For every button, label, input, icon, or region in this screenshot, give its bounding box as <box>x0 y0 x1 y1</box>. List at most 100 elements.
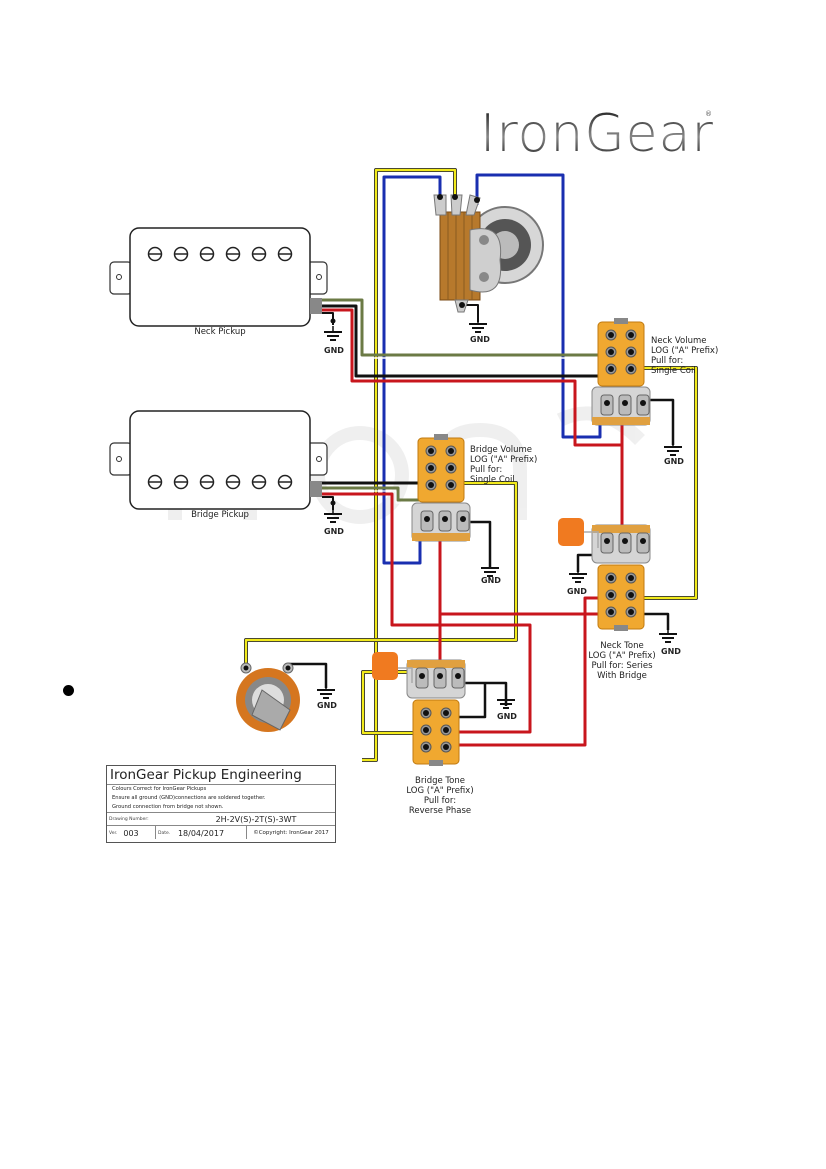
lug-terminal <box>608 609 614 615</box>
neck-volume-label: Neck Volume LOG ("A" Prefix) Pull for: S… <box>651 336 718 376</box>
ground-symbol-bridge-volume <box>481 562 499 577</box>
neck-volume-pot <box>591 318 651 426</box>
wire-blue-switch-right <box>475 173 602 439</box>
wire-green-neck <box>322 298 612 357</box>
wire-black-bridgepickup-gnd <box>322 496 334 510</box>
bridge-tone-pull-label: Pull for: <box>423 796 457 806</box>
neck-pickup-label: Neck Pickup <box>194 327 246 337</box>
lug-terminal <box>428 465 434 471</box>
output-jack <box>236 662 300 732</box>
lug-terminal <box>608 575 614 581</box>
bridge-pole-piece <box>277 474 293 490</box>
wire-black-neckvol-gnd <box>645 398 675 445</box>
gnd-label-neck-tone: GND <box>661 647 681 656</box>
wire-red-bridge <box>322 492 532 734</box>
copyright: ©Copyright: IronGear 2017 <box>253 830 329 836</box>
lug-terminal <box>628 349 634 355</box>
title-block-note: Ensure all ground (GND)connections are s… <box>112 795 266 801</box>
wire-red-necktone-left <box>438 612 611 625</box>
bridge-tone-taper: LOG ("A" Prefix) <box>406 786 474 796</box>
lug-terminal <box>423 744 429 750</box>
wire-white-neck <box>322 302 612 359</box>
neck-tone-capacitor <box>558 518 599 548</box>
ground-symbol-switch <box>469 318 487 333</box>
gnd-label-switch: GND <box>470 335 490 344</box>
lug-terminal <box>628 332 634 338</box>
title-block-note: Ground connection from bridge not shown. <box>112 804 224 810</box>
neck-tone-pull-label: Pull for: Series <box>591 661 653 671</box>
gnd-label-neck-volume: GND <box>664 457 684 466</box>
ground-symbol-jack <box>317 684 335 699</box>
lug-terminal <box>608 332 614 338</box>
wires <box>244 168 698 762</box>
bridge-volume-label: Bridge Volume LOG ("A" Prefix) Pull for:… <box>470 445 537 485</box>
neck-pole-piece <box>147 246 163 262</box>
lug-terminal <box>628 575 634 581</box>
wire-black-necktone-gnd <box>633 612 670 630</box>
registered-mark: ® <box>705 110 712 118</box>
neck-volume-taper: LOG ("A" Prefix) <box>651 346 719 356</box>
drawing-number-cell: Drawing Number: 2H-2V(S)-2T(S)-3WT <box>107 813 335 825</box>
pot-lug <box>419 673 425 679</box>
bridge-tone-label: Bridge Tone LOG ("A" Prefix) Pull for: R… <box>400 776 480 816</box>
bridge-pole-piece <box>251 474 267 490</box>
bridge-volume-pull-label: Pull for: <box>470 465 503 475</box>
lug-terminal <box>423 710 429 716</box>
title-block: IronGear Pickup Engineering Colours Corr… <box>106 765 336 843</box>
neck-pole-piece <box>277 246 293 262</box>
bridge-pickup <box>109 410 328 510</box>
date: 18/04/2017 <box>177 829 225 838</box>
wire-blue-switch-to-neckvol <box>382 175 442 565</box>
neck-pickup <box>109 227 328 327</box>
bridge-pole-piece <box>225 474 241 490</box>
pot-lug <box>460 516 466 522</box>
lug-terminal <box>448 482 454 488</box>
bridge-pole-piece <box>199 474 215 490</box>
ground-symbol-neck-tone-cap <box>569 568 587 583</box>
wire-black-neckpickup-gnd <box>322 312 334 325</box>
pot-lug <box>622 538 628 544</box>
neck-pole-piece <box>251 246 267 262</box>
gnd-label-bridge-tone: GND <box>497 712 517 721</box>
bridge-volume-pull-function: Single Coil <box>470 475 515 485</box>
wire-black-neck <box>322 304 612 378</box>
neck-volume-pull-label: Pull for: <box>651 356 684 366</box>
pot-lug <box>424 516 430 522</box>
title-block-note: Colours Correct for IronGear Pickups <box>112 786 207 792</box>
bridge-pole-piece <box>147 474 163 490</box>
bullet-marker <box>63 685 74 696</box>
ground-symbol-bridge-pickup <box>324 508 342 523</box>
version-label: Ver. <box>109 831 118 836</box>
lug-terminal <box>448 448 454 454</box>
lug-terminal <box>443 744 449 750</box>
date-cell: Date. 18/04/2017 <box>156 826 247 839</box>
gnd-label-neck-tone-cap: GND <box>567 587 587 596</box>
lug-terminal <box>628 609 634 615</box>
neck-volume-pull-function: Single Coil <box>651 366 696 376</box>
wire-white-bridge <box>322 490 430 504</box>
wire-black-necktone-gnd2 <box>576 553 598 572</box>
bridge-volume-pot <box>411 434 471 542</box>
pot-lug <box>640 400 646 406</box>
bridge-tone-pull-function: Reverse Phase <box>408 806 472 816</box>
pot-lug <box>437 673 443 679</box>
neck-pole-piece <box>199 246 215 262</box>
bridge-tone-name: Bridge Tone <box>415 776 465 786</box>
pot-lug <box>604 400 610 406</box>
bridge-pickup-label: Bridge Pickup <box>191 510 249 520</box>
lug-terminal <box>443 727 449 733</box>
bridge-tone-capacitor <box>372 652 413 683</box>
pot-lug <box>622 400 628 406</box>
bridge-volume-taper: LOG ("A" Prefix) <box>470 455 538 465</box>
bridge-volume-name: Bridge Volume <box>470 445 533 455</box>
lug-terminal <box>608 349 614 355</box>
lug-terminal <box>608 366 614 372</box>
neck-tone-name: Neck Tone <box>600 641 644 651</box>
wire-black-bridgevol-gnd <box>463 520 492 568</box>
wire-black-switch-gnd <box>462 304 479 322</box>
lug-terminal <box>448 465 454 471</box>
ground-symbol-neck-pickup <box>324 326 342 341</box>
pot-lug <box>455 673 461 679</box>
version: 003 <box>123 829 139 838</box>
